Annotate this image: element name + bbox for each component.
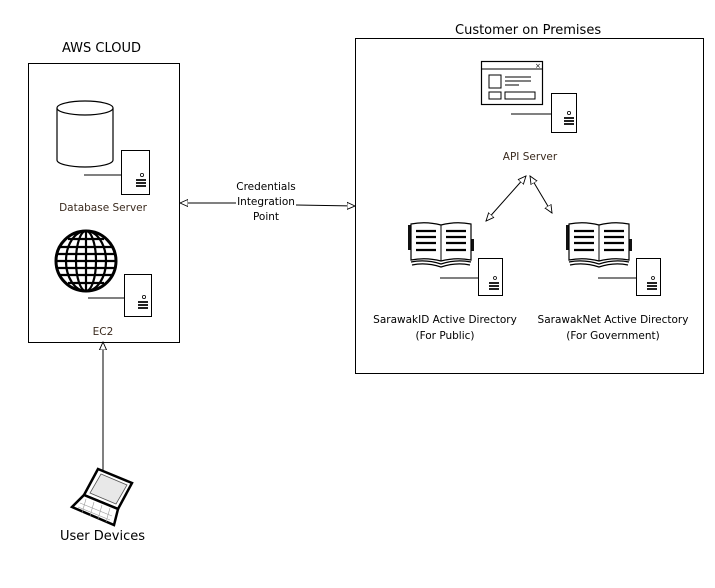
sarawaknet-label: SarawakNet Active Directory (For Governm… <box>528 312 698 344</box>
application-window-icon: × <box>480 60 544 106</box>
credentials-label-line3: Point <box>252 211 280 223</box>
credentials-edge-right <box>295 205 355 206</box>
sarawakid-server-tower-icon <box>440 258 503 296</box>
svg-text:×: × <box>535 62 541 70</box>
database-server-tower-icon <box>84 150 150 195</box>
globe-icon <box>54 229 118 293</box>
api-server-label: API Server <box>502 151 558 163</box>
aws-cloud-container <box>28 63 180 343</box>
sarawakid-label-line2: (For Public) <box>415 330 475 342</box>
customer-premises-container <box>355 38 704 374</box>
api-server-tower-icon <box>511 93 577 133</box>
sarawaknet-server-tower-icon <box>598 258 661 296</box>
credentials-integration-label: Credentials Integration Point <box>218 180 314 225</box>
sarawakid-label-line1: SarawakID Active Directory <box>373 314 517 326</box>
database-cylinder-icon <box>56 100 114 168</box>
aws-cloud-title: AWS CLOUD <box>62 41 142 56</box>
sarawaknet-label-line1: SarawakNet Active Directory <box>537 314 689 326</box>
user-devices-label: User Devices <box>60 529 145 544</box>
sarawakid-label: SarawakID Active Directory (For Public) <box>360 312 530 344</box>
customer-premises-title: Customer on Premises <box>455 23 602 38</box>
ec2-server-tower-icon <box>88 274 152 317</box>
api-to-sarawaknet-edge <box>530 176 552 213</box>
sarawaknet-directory-book-icon <box>566 222 632 268</box>
ec2-label: EC2 <box>92 326 114 338</box>
sarawaknet-label-line2: (For Government) <box>566 330 660 342</box>
credentials-label-line2: Integration <box>237 196 295 208</box>
credentials-label-line1: Credentials <box>236 181 296 193</box>
sarawakid-directory-book-icon <box>408 222 474 268</box>
api-to-sarawakid-edge <box>486 176 526 221</box>
laptop-icon <box>69 467 134 527</box>
database-server-label: Database Server <box>59 202 147 214</box>
